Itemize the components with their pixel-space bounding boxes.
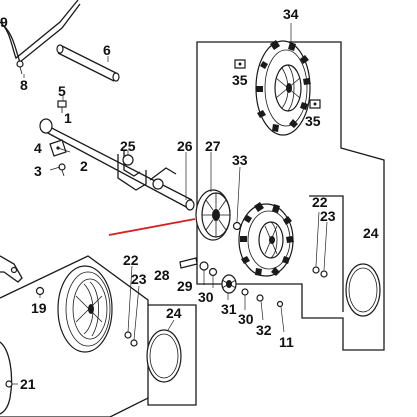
label-11: 11 [279,334,294,350]
washer-part-23-left [130,339,138,347]
label-31: 31 [221,301,237,317]
seal-ring-part-24-left [146,329,182,383]
label-24-right: 24 [363,225,379,241]
label-32: 32 [256,322,272,338]
part-number-labels: 34 35 35 9 8 6 5 1 4 3 2 25 26 27 33 22 … [0,6,379,392]
washer-part-29 [199,261,209,271]
washer-part-19 [35,286,45,296]
leader-lines [12,23,328,385]
red-pointer-line [108,218,196,236]
label-30-upper: 30 [198,289,214,305]
label-29: 29 [177,278,193,294]
label-3: 3 [34,163,42,179]
washer-part-33 [232,221,242,231]
partial-wheel-bottom-left [0,341,13,415]
wheel-tyre-top [255,40,311,136]
label-4: 4 [34,140,42,156]
label-30-lower: 30 [238,311,254,327]
bracket-left-edge [0,255,23,283]
label-34: 34 [283,6,299,22]
label-19: 19 [31,300,47,316]
axle-rod-part-6 [56,44,120,82]
label-27: 27 [205,138,221,154]
nut-part-11 [276,300,284,308]
label-1: 1 [64,110,72,126]
label-25: 25 [120,138,136,154]
label-23-right: 23 [320,208,336,224]
label-33: 33 [232,152,248,168]
washer-part-30-upper [208,267,218,277]
label-24-left: 24 [166,305,182,321]
label-35-bottom: 35 [305,113,321,129]
group-box-small-parts [309,195,344,312]
label-6: 6 [103,42,111,58]
label-21: 21 [20,376,36,392]
label-5: 5 [58,83,66,99]
group-box-wheel-kit-left [0,255,197,417]
wheel-tyre-left [57,265,113,353]
label-22-right: 22 [312,194,328,210]
group-box-wheel-kit-right [196,41,385,351]
label-22-left: 22 [123,252,139,268]
handle-rod [0,0,81,75]
bolt-part-28 [179,257,198,269]
hub-wheel-part-27 [195,189,231,241]
label-35-top: 35 [232,72,248,88]
bearing-part-31 [221,274,237,294]
label-9: 9 [0,14,8,30]
cap-part-35-bottom [309,99,321,109]
washer-part-32 [256,294,264,302]
washer-part-22-right [312,266,320,274]
label-23-left: 23 [131,271,147,287]
wheel-tyre-middle [238,202,294,277]
bolt-part-3 [58,163,66,177]
washer-part-23-right [320,270,328,278]
washer-part-22-left [124,331,132,339]
axle-assembly [39,118,195,211]
label-2: 2 [80,158,88,174]
pin-part-5 [57,100,67,113]
label-26: 26 [177,138,193,154]
cap-part-35-top [234,59,246,69]
label-8: 8 [20,77,28,93]
seal-ring-part-24-right [345,263,381,317]
washer-part-30-lower [241,288,249,296]
label-28: 28 [154,267,170,283]
